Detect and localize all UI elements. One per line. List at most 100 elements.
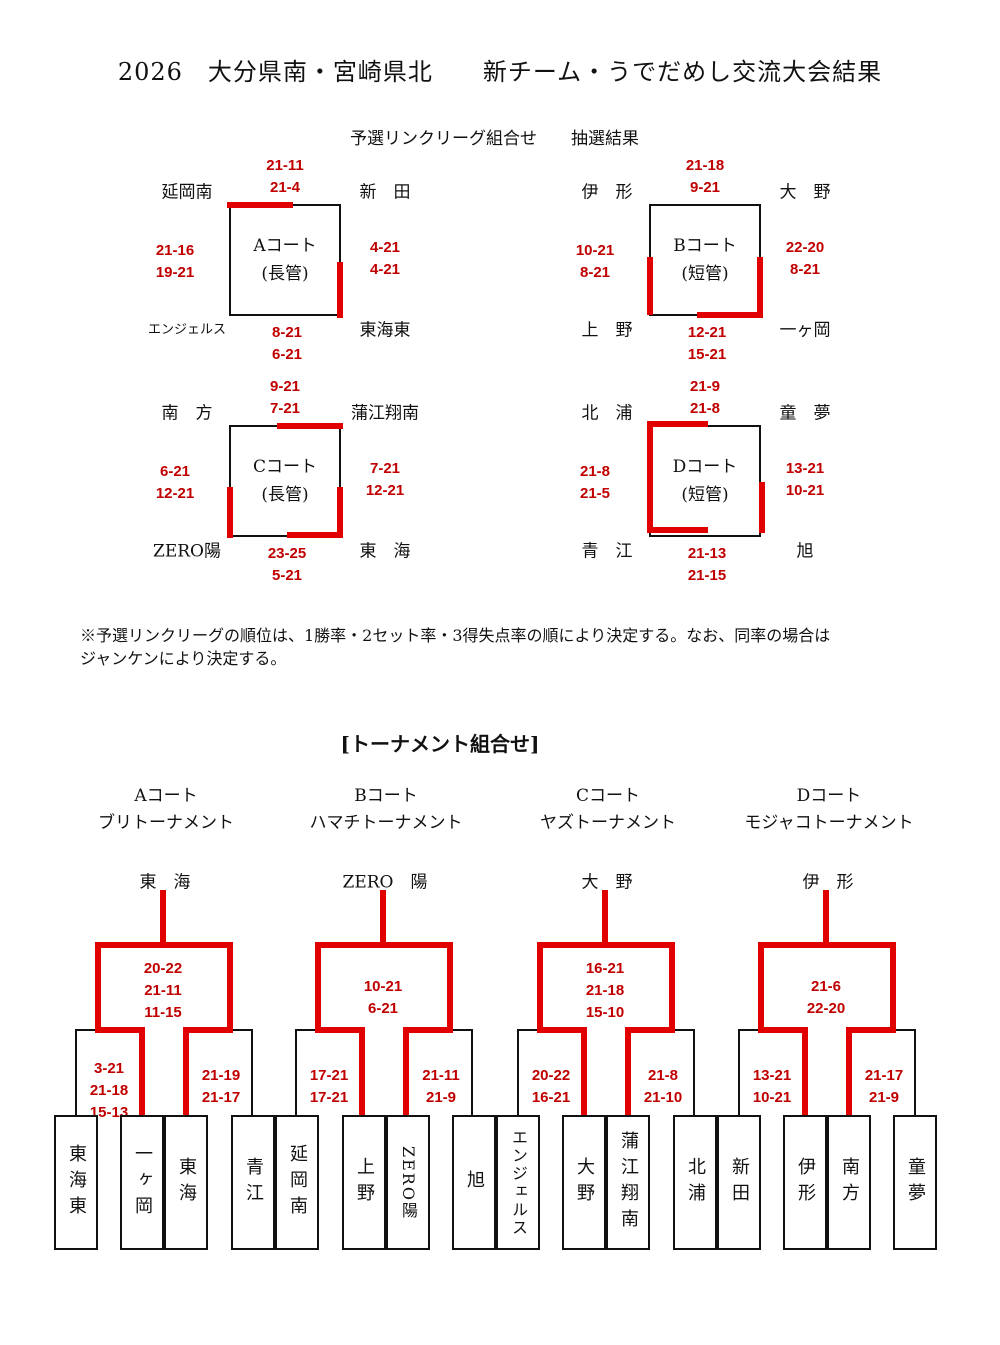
team-name: エンジェルス [509,1128,528,1237]
match-scores: 21-17 21-9 [865,1065,903,1109]
set-score: 12-21 [365,482,405,499]
league-team: エンジェルス [147,322,227,338]
team-box: 北浦 [673,1115,717,1250]
winner-path [758,890,829,1118]
set-score: 20-22 [143,960,183,977]
match-scores: 13-21 10-21 [753,1065,791,1109]
set-score: 8-21 [789,261,821,278]
court-name: Cコート [252,457,318,477]
team-box: 東海 [164,1115,208,1250]
set-score: 21-4 [269,179,301,196]
match-scores: 21-11 21-9 [422,1065,460,1109]
set-score: 11-15 [144,1004,182,1021]
team-box: 蒲江翔南 [606,1115,650,1250]
set-score: 8-21 [271,324,303,341]
winner-path [95,890,166,1118]
court-name: Dコート [672,457,738,477]
league-team: 南 方 [161,403,213,424]
set-score: 16-21 [585,960,625,977]
winner-path [823,942,896,1118]
tournament-winner: ZERO 陽 [342,872,428,893]
league-team: 延岡南 [161,182,213,203]
set-score: 21-11 [266,157,304,174]
team-name: 延岡南 [287,1143,308,1222]
set-score: 20-22 [531,1067,571,1084]
set-scores: 8-21 6-21 [272,322,302,366]
match-scores: 20-22 21-11 11-15 [144,958,182,1024]
tournament-court: Bコート [354,786,418,806]
bracket-line [517,1029,541,1116]
league-team: 東海東 [359,320,411,341]
tournament-court: Aコート [134,786,198,806]
bracket-line [671,1029,695,1116]
ranking-note: ※予選リンクリーグの順位は、1勝率・2セット率・3得失点率の順により決定する。な… [80,624,830,670]
league-team: 大 野 [779,182,831,203]
set-score: 5-21 [271,567,303,584]
set-score: 21-9 [425,1089,457,1106]
set-score: 9-21 [269,378,301,395]
set-score: 6-21 [271,346,303,363]
winner-path [160,942,233,1118]
team-box: エンジェルス [496,1115,540,1250]
set-score: 10-21 [363,978,403,995]
set-score: 21-11 [144,982,182,999]
team-box: 南方 [827,1115,871,1250]
court-name: Bコート [673,236,737,256]
team-name: 伊形 [795,1156,816,1209]
set-score: 21-17 [864,1067,904,1084]
set-score: 21-18 [585,982,625,999]
set-score: 4-21 [369,239,401,256]
winner-path [315,890,386,1118]
tube-type: (短管) [681,485,729,505]
set-score: 13-21 [785,460,825,477]
set-score: 16-21 [531,1089,571,1106]
set-score: 21-16 [155,242,195,259]
league-team: 蒲江翔南 [351,403,419,424]
team-box: 旭 [452,1115,496,1250]
set-score: 10-21 [752,1089,792,1106]
tournament-winner: 東 海 [139,872,191,893]
bracket-line [75,1029,99,1116]
league-team: 新 田 [359,182,411,203]
tournament-name: ブリトーナメント [98,813,234,833]
set-score: 21-9 [689,378,721,395]
team-box: 大野 [562,1115,606,1250]
team-name: 上野 [354,1156,375,1209]
bracket-line [892,1029,916,1116]
team-box: 東海東 [54,1115,98,1250]
match-scores: 20-22 16-21 [532,1065,570,1109]
tournament-court: Cコート [575,786,640,806]
set-score: 17-21 [309,1067,349,1084]
set-score: 6-21 [159,463,191,480]
team-name: 蒲江翔南 [618,1130,639,1235]
set-score: 12-21 [155,485,195,502]
set-scores: 21-11 21-4 [266,155,304,199]
set-score: 15-13 [89,1104,129,1121]
court-header: Aコートブリトーナメント [98,783,234,837]
tournament-name: ヤズトーナメント [540,813,676,833]
set-score: 7-21 [369,460,401,477]
tournament-winner: 大 野 [581,872,633,893]
court-header: Cコートヤズトーナメント [540,783,676,837]
tournament-winner: 伊 形 [802,872,854,893]
court-header: Dコートモジャコトーナメント [744,783,913,837]
set-score: 23-25 [267,545,307,562]
set-score: 12-21 [687,324,727,341]
set-score: 21-11 [422,1067,460,1084]
set-score: 17-21 [309,1089,349,1106]
court-label: Aコート(長管) [253,232,316,288]
tournament-name: ハマチトーナメント [309,813,463,833]
league-team: 上 野 [581,320,633,341]
set-score: 21-6 [810,978,842,995]
bracket-line [295,1029,319,1116]
set-score: 21-9 [868,1089,900,1106]
set-score: 13-21 [752,1067,792,1084]
set-scores: 7-21 12-21 [366,458,404,502]
league-team: 一ヶ岡 [779,320,831,341]
